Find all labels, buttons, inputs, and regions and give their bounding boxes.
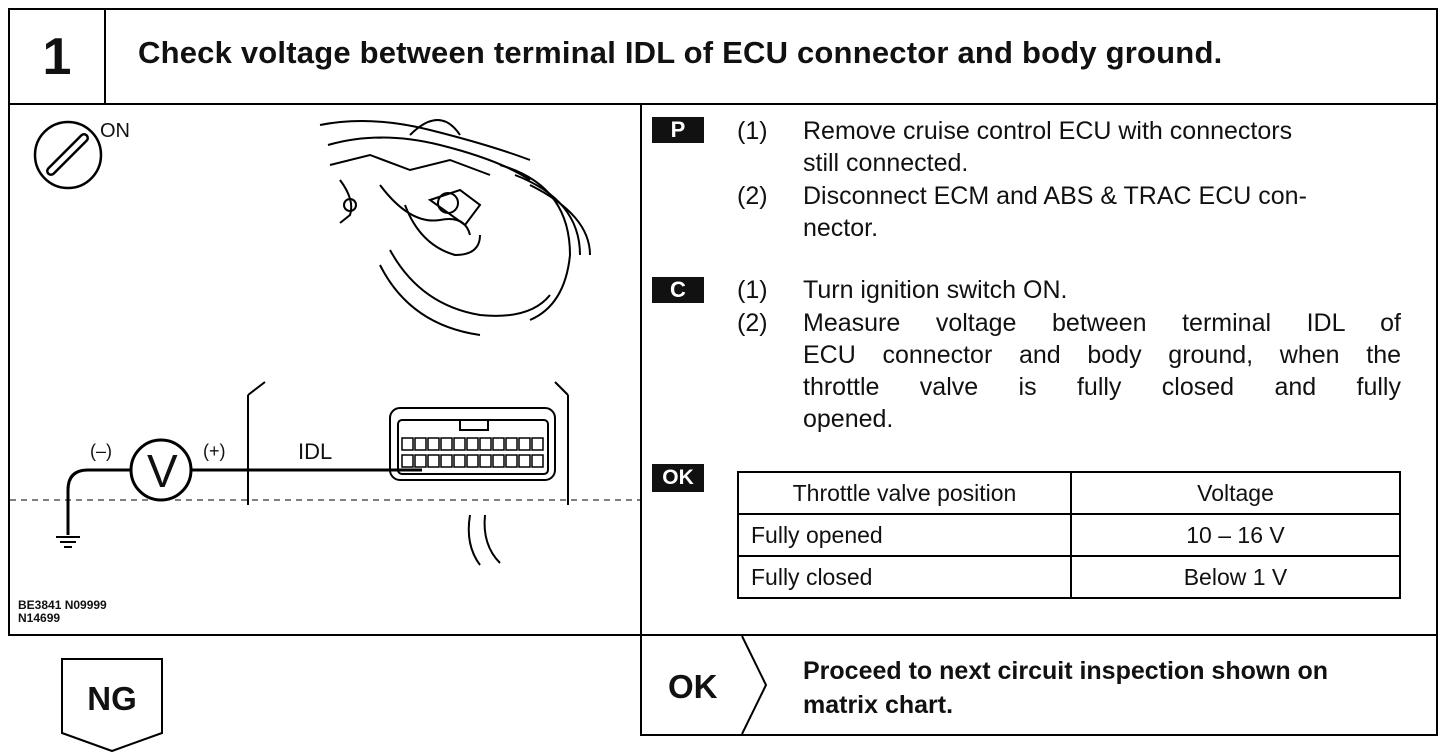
- ignition-switch-icon: [33, 120, 103, 190]
- badge-ok: OK: [652, 464, 704, 492]
- header-frame: [8, 8, 1438, 105]
- step-text: Remove cruise control ECU with connector…: [803, 117, 1293, 177]
- negative-probe-label: (–): [90, 441, 112, 461]
- ok-label: OK: [668, 668, 718, 705]
- ng-label: NG: [87, 680, 137, 717]
- page-title: Check voltage between terminal IDL of EC…: [138, 35, 1223, 70]
- positive-probe-label: (+): [203, 441, 226, 461]
- ok-instruction: Proceed to next circuit inspection shown…: [803, 657, 1329, 719]
- ground-symbol-icon: [56, 536, 80, 548]
- table-row: Fully closed Below 1 V: [737, 555, 1401, 599]
- step-text: Disconnect ECM and ABS & TRAC ECU con- n…: [803, 182, 1307, 242]
- step-num: (2): [737, 182, 768, 210]
- table-row: Fully opened 10 – 16 V: [737, 513, 1401, 557]
- idl-terminal-label: IDL: [298, 439, 333, 464]
- column-header: Throttle valve position: [737, 471, 1072, 515]
- step-text: Turn ignition switch ON.: [803, 276, 1068, 304]
- figure-code: BE3841 N09999 N14699: [18, 598, 107, 625]
- table-cell: Below 1 V: [1070, 555, 1401, 599]
- wiring-illustration: [10, 119, 640, 566]
- spec-table: Throttle valve position Voltage Fully op…: [737, 471, 1401, 599]
- ignition-on-label: ON: [100, 120, 130, 142]
- column-header: Voltage: [1070, 471, 1401, 515]
- figure-panel: [8, 103, 642, 636]
- ng-arrow-icon: [61, 658, 163, 753]
- engine-hands-sketch-icon: [319, 119, 591, 336]
- badge-p: P: [652, 117, 704, 143]
- badge-c: C: [652, 277, 704, 303]
- step-num: (2): [737, 309, 768, 337]
- table-cell: Fully closed: [737, 555, 1072, 599]
- voltmeter-icon: [66, 438, 422, 535]
- table-header-row: Throttle valve position Voltage: [737, 471, 1401, 515]
- table-cell: Fully opened: [737, 513, 1072, 557]
- step-num: (1): [737, 276, 768, 304]
- table-cell: 10 – 16 V: [1070, 513, 1401, 557]
- ecu-connector-icon: [247, 381, 569, 566]
- ok-result-box: [640, 634, 1438, 736]
- step-num: (1): [737, 117, 768, 145]
- step-text: Measure voltage between terminal IDL of …: [803, 309, 1401, 433]
- step-number: 1: [10, 10, 106, 103]
- ok-chevron-icon: [741, 636, 768, 734]
- voltmeter-symbol: V: [147, 445, 178, 497]
